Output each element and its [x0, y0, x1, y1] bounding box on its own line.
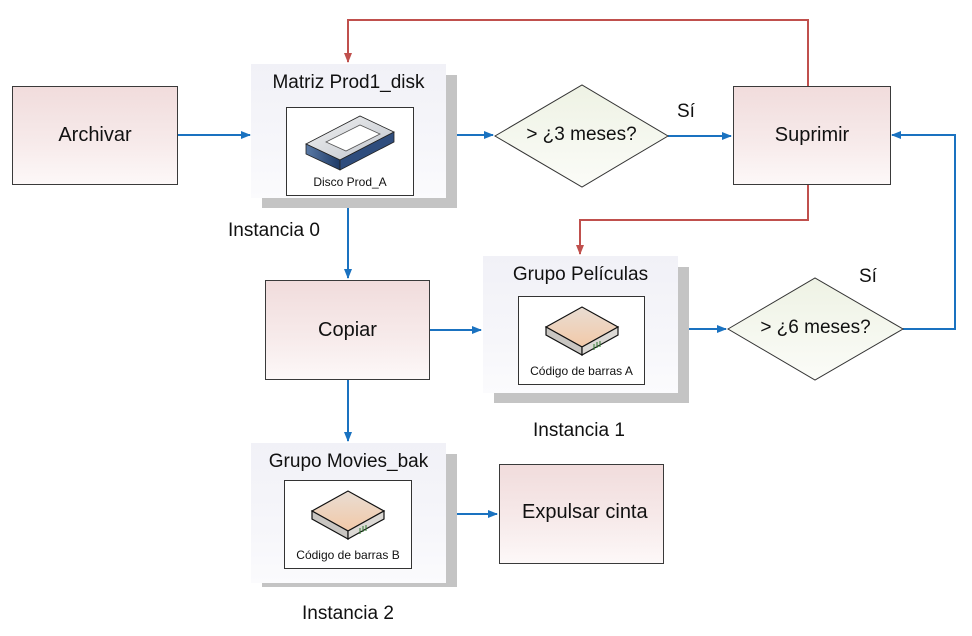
- group-matrix-instance: Instancia 0: [228, 220, 320, 241]
- group-movies-card: Código de barras A: [518, 296, 645, 385]
- process-eject-label: Expulsar cinta: [522, 501, 648, 523]
- arrow-6months-to-delete: [891, 131, 956, 330]
- disk-array-icon: [305, 115, 395, 171]
- decision-6-months-yes: Sí: [859, 266, 877, 287]
- decision-3-months-label: > ¿3 meses?: [526, 124, 637, 145]
- process-delete: Suprimir: [733, 86, 891, 185]
- group-movies-bak-title: Grupo Movies_bak: [268, 451, 429, 472]
- group-movies-instance: Instancia 1: [533, 420, 625, 441]
- group-movies-bak-item: Código de barras B: [296, 548, 400, 562]
- process-delete-label: Suprimir: [774, 124, 850, 146]
- tape-cartridge-icon: [310, 490, 386, 541]
- decision-3-months: [494, 84, 669, 188]
- decision-6-months-label: > ¿6 meses?: [760, 317, 871, 338]
- process-copy: Copiar: [265, 280, 430, 380]
- process-archive-label: Archivar: [58, 124, 132, 146]
- process-archive: Archivar: [12, 86, 178, 185]
- group-matrix-card: Disco Prod_A: [286, 107, 414, 196]
- process-copy-label: Copiar: [318, 318, 377, 341]
- group-movies-item: Código de barras A: [530, 364, 633, 378]
- group-movies-bak-instance: Instancia 2: [302, 603, 394, 624]
- group-movies-bak-card: Código de barras B: [284, 480, 412, 569]
- decision-3-months-yes: Sí: [677, 101, 695, 122]
- group-movies-title: Grupo Películas: [512, 264, 649, 285]
- arrow-delete-to-matrix: [344, 19, 809, 86]
- group-matrix-title: Matriz Prod1_disk: [272, 72, 425, 93]
- decision-6-months: [727, 277, 904, 381]
- arrow-delete-to-movies: [576, 185, 809, 255]
- tape-cartridge-icon: [544, 306, 619, 357]
- process-eject: Expulsar cinta: [499, 464, 664, 564]
- group-matrix-item: Disco Prod_A: [313, 175, 387, 189]
